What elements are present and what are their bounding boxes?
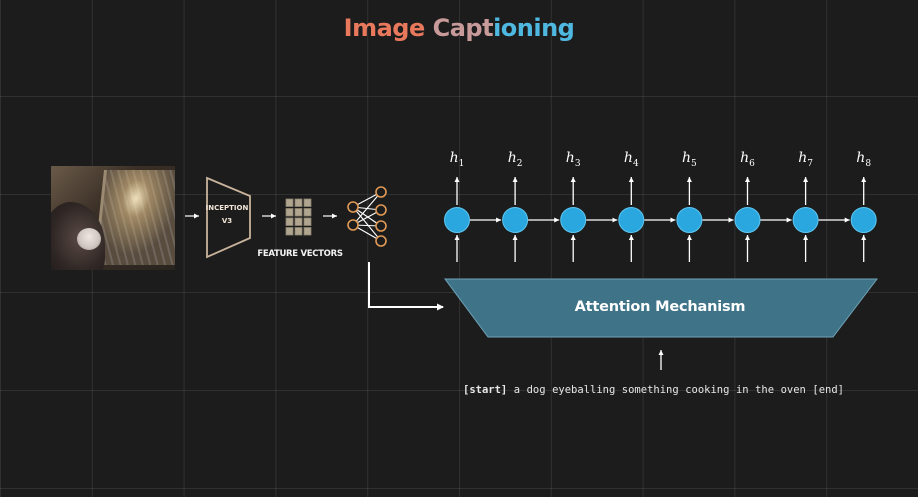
caption-token: something: [621, 384, 679, 396]
attention-mechanism-block: [444, 278, 879, 338]
caption-token: oven: [780, 384, 806, 396]
hidden-state-label: h4: [619, 150, 643, 169]
rnn-node: [618, 207, 645, 233]
caption-token: in: [735, 384, 749, 396]
hidden-state-base: h: [507, 150, 517, 166]
attention-mechanism-label: Attention Mechanism: [574, 299, 746, 315]
hidden-state-subscript: 5: [691, 158, 697, 169]
feature-cell: [285, 198, 294, 207]
dog-snout: [77, 228, 101, 250]
rnn-node: [444, 207, 470, 233]
caption-token: a: [513, 384, 521, 396]
caption-token: dog: [526, 384, 546, 396]
hidden-state-label: h7: [794, 150, 818, 169]
neural-node: [347, 219, 359, 231]
caption-token: [end]: [812, 384, 844, 396]
feature-cell: [294, 198, 303, 207]
hidden-state-base: h: [623, 150, 633, 166]
feature-cell: [294, 217, 303, 226]
hidden-state-label: h8: [852, 150, 876, 169]
hidden-state-label: h2: [503, 150, 527, 169]
hidden-state-subscript: 6: [749, 158, 755, 169]
title-word-capt: Capt: [432, 14, 494, 42]
neural-edge: [352, 191, 382, 226]
inception-block: [206, 176, 251, 259]
caption-token: the: [755, 384, 775, 396]
page-title: Image Captioning: [0, 14, 918, 42]
hidden-state-base: h: [449, 150, 459, 166]
feature-cell: [303, 217, 312, 226]
feature-cell: [294, 227, 303, 236]
caption-token: eyeballing: [552, 384, 616, 396]
hidden-state-base: h: [856, 150, 866, 166]
rnn-node: [676, 207, 703, 233]
inception-label-line2: V3: [221, 217, 233, 225]
input-image: [51, 166, 175, 270]
feature-cell: [294, 208, 303, 217]
hidden-state-subscript: 7: [807, 158, 813, 169]
neural-node: [375, 235, 387, 247]
hidden-state-base: h: [682, 150, 692, 166]
feature-vectors-label: FEATURE VECTORS: [257, 249, 343, 259]
inception-label-line1: INCEPTION: [205, 204, 249, 212]
neural-node: [375, 220, 387, 232]
hidden-state-subscript: 1: [458, 158, 465, 169]
inception-label: INCEPTION V3: [205, 202, 249, 228]
feature-cell: [303, 198, 312, 207]
rnn-node: [502, 207, 529, 233]
hidden-state-subscript: 3: [574, 158, 581, 169]
feature-vectors-grid: [285, 198, 312, 236]
hidden-state-label: h5: [677, 150, 701, 169]
hidden-state-subscript: 2: [516, 158, 523, 169]
hidden-state-base: h: [565, 150, 575, 166]
caption-token: [start]: [463, 384, 508, 396]
hidden-state-subscript: 4: [632, 158, 639, 169]
hidden-state-base: h: [740, 150, 750, 166]
neural-node: [375, 186, 387, 198]
rnn-node: [792, 207, 819, 233]
caption-token: cooking: [685, 384, 730, 396]
feature-cell: [285, 217, 294, 226]
feature-cell: [285, 208, 294, 217]
feature-cell: [303, 208, 312, 217]
neural-node: [347, 201, 359, 213]
feature-cell: [303, 227, 312, 236]
hidden-state-label: h3: [561, 150, 585, 169]
rnn-chain: [444, 177, 877, 262]
feature-cell: [285, 227, 294, 236]
hidden-state-label: h6: [736, 150, 760, 169]
neural-node: [375, 204, 387, 216]
rnn-node: [560, 207, 587, 233]
title-word-ioning: ioning: [493, 14, 575, 42]
neural-net-icon: [347, 186, 387, 247]
hidden-state-subscript: 8: [865, 158, 872, 169]
neural-edge: [352, 206, 382, 242]
arrow-net-to-attention: [368, 262, 444, 311]
rnn-node: [734, 207, 761, 233]
title-word-image: Image: [343, 14, 426, 42]
rnn-node: [850, 207, 877, 233]
hidden-state-label: h1: [445, 150, 469, 169]
hidden-state-base: h: [798, 150, 808, 166]
